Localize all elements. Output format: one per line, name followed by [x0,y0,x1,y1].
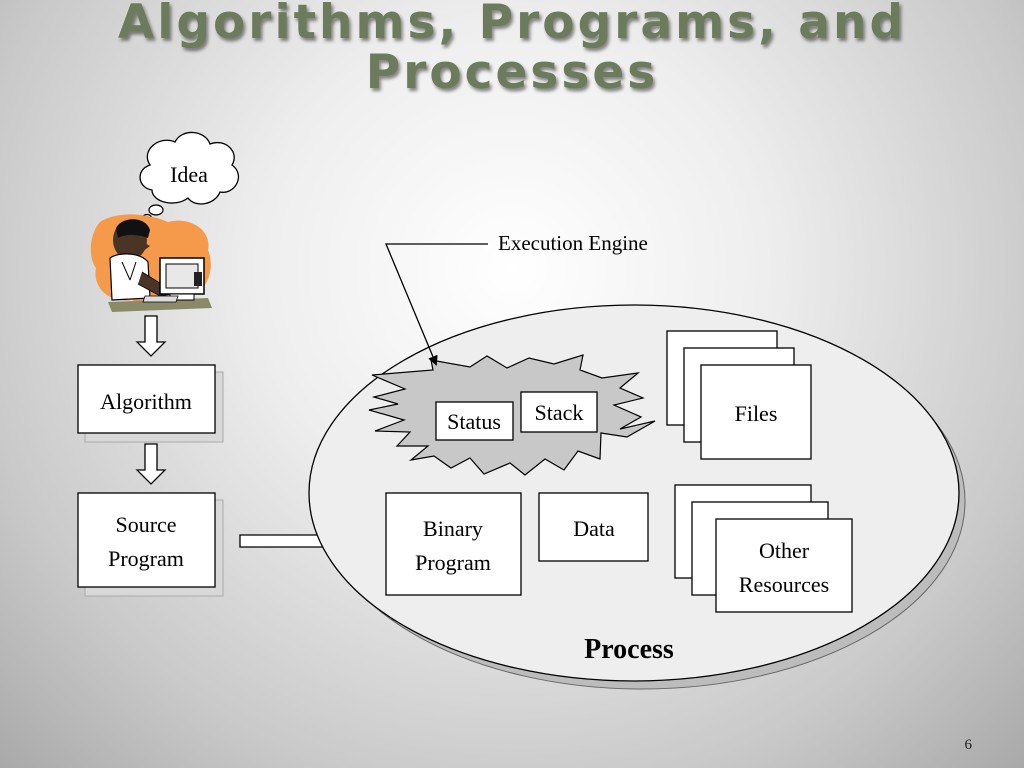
slide-title-line-1: Algorithms, Programs, and [117,0,907,50]
source-program-label-2: Program [108,546,184,571]
other-resources-label-2: Resources [739,572,829,597]
stack-box: Stack [520,391,598,433]
binary-program-label-1: Binary [423,516,483,541]
files-stack: Files [666,330,812,460]
files-label: Files [735,401,778,426]
page-number: 6 [964,737,973,753]
slide-title: Algorithms, Programs, and Processes [0,0,1024,98]
process-label: Process [584,634,674,665]
algorithm-box: Algorithm [77,364,224,443]
binary-program-box: Binary Program [385,492,522,596]
other-resources-label-1: Other [759,538,810,563]
idea-cloud: Idea [139,131,239,223]
person-at-computer-icon [90,214,212,312]
down-arrow-2 [135,443,167,485]
stack-label: Stack [535,400,584,425]
source-program-box: Source Program [77,492,224,597]
slide-title-line-2: Processes [365,45,659,100]
data-box: Data [538,492,649,562]
status-box: Status [435,401,514,441]
other-resources-stack: Other Resources [674,484,853,613]
execution-engine-label: Execution Engine [498,231,648,255]
binary-program-label-2: Program [415,550,491,575]
algorithm-label: Algorithm [100,389,192,414]
source-program-label-1: Source [115,512,176,537]
status-label: Status [447,409,501,434]
down-arrow-1 [135,315,167,357]
idea-label: Idea [170,162,208,187]
data-label: Data [573,516,615,541]
execution-engine-pointer [385,243,488,366]
